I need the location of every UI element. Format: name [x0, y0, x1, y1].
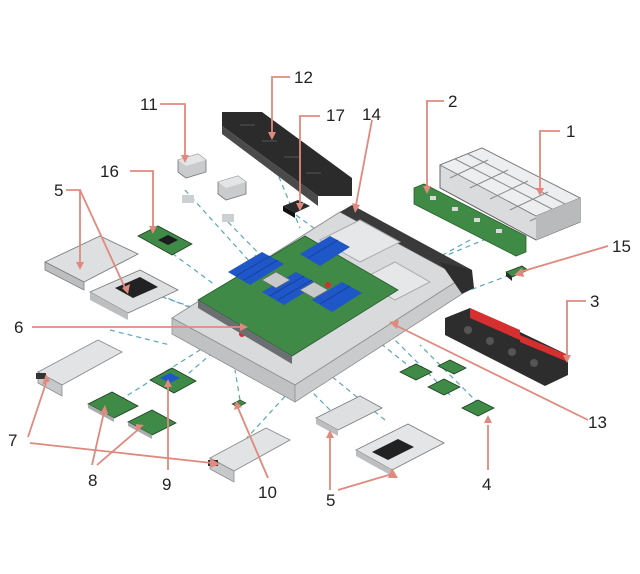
leader-arrowheads — [42, 132, 571, 478]
motherboard — [197, 235, 399, 364]
pcie-card-upper — [87, 391, 139, 422]
power-supply-upper — [36, 339, 123, 397]
air-duct-cover — [222, 112, 352, 206]
leader-lines — [27, 76, 609, 491]
drive-cage — [439, 147, 581, 241]
callout-7: 7 — [8, 431, 17, 450]
callout-3: 3 — [590, 292, 599, 311]
server-chassis — [171, 205, 474, 403]
drive-backplane — [413, 183, 527, 257]
m2-ssd-modules — [399, 359, 495, 417]
riser-cage-upper — [43, 235, 140, 291]
cpu-heatsink-left — [177, 153, 207, 203]
callout-9: 9 — [162, 475, 171, 494]
callout-10: 10 — [258, 483, 277, 502]
pcie-card-lower — [127, 409, 177, 439]
drive-bay-module-upper — [315, 395, 383, 436]
callout-5-left: 5 — [54, 181, 63, 200]
callout-2: 2 — [448, 92, 457, 111]
power-supply-lower — [208, 427, 291, 483]
callout-8: 8 — [88, 471, 97, 490]
callout-15: 15 — [612, 237, 631, 256]
callout-13: 13 — [588, 413, 607, 432]
callout-4: 4 — [482, 475, 491, 494]
fan-module-bezel — [445, 308, 568, 386]
riser-cage-lower — [88, 269, 180, 320]
callout-5-right: 5 — [326, 491, 335, 510]
callout-1: 1 — [566, 122, 575, 141]
pcie-riser-card — [149, 367, 197, 394]
raid-riser-card — [137, 225, 193, 256]
drive-bay-module-lower — [355, 423, 445, 476]
callout-16: 16 — [100, 162, 119, 181]
cpu-heatsink-right — [217, 175, 247, 222]
callout-12: 12 — [294, 68, 313, 87]
callout-labels: 1 2 3 4 5 5 6 7 8 9 10 11 12 13 14 15 16… — [8, 68, 631, 510]
callout-11: 11 — [140, 95, 158, 114]
callout-6: 6 — [14, 318, 23, 337]
callout-14: 14 — [362, 105, 381, 124]
callout-17: 17 — [326, 106, 345, 125]
